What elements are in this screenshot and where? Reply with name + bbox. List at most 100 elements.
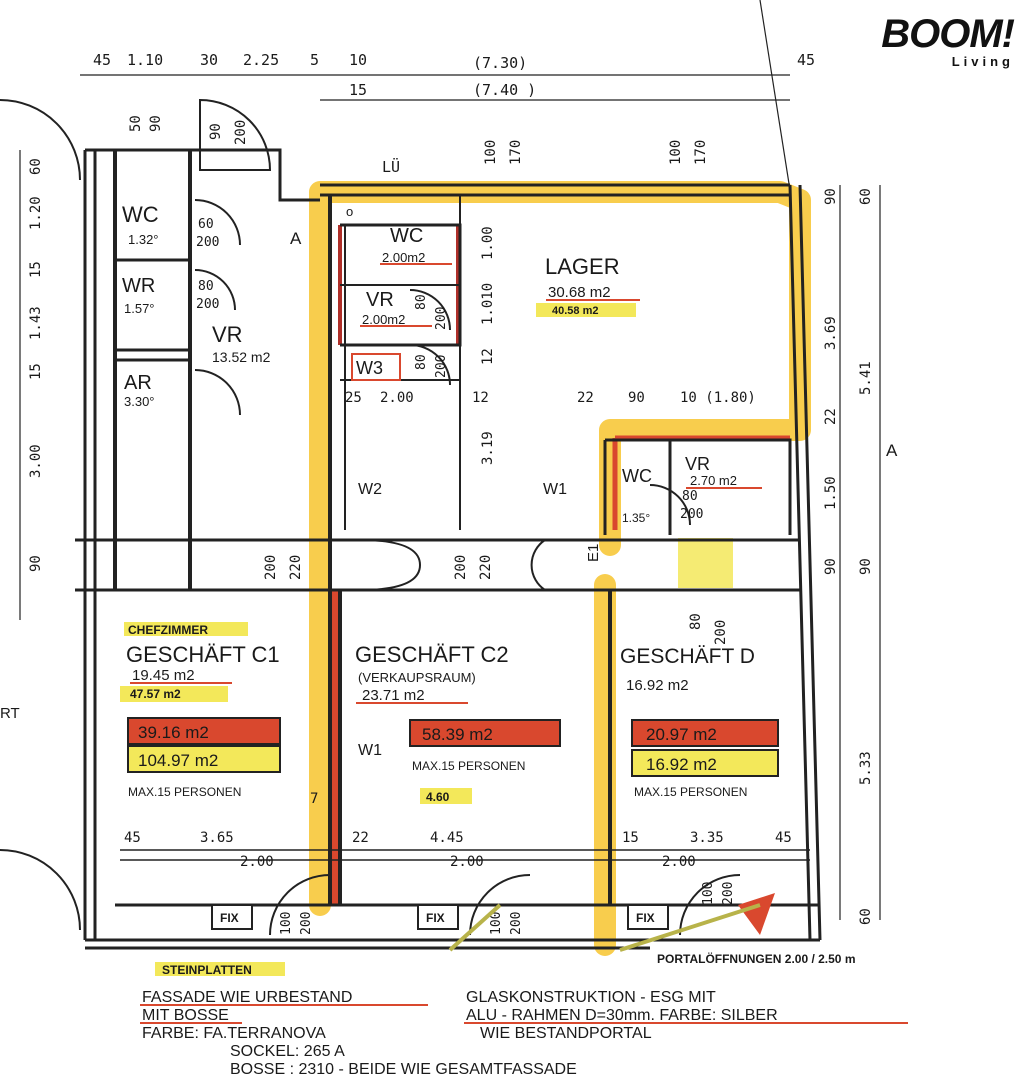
svg-text:200: 200 xyxy=(263,555,279,580)
room-vr-left-area: 13.52 m2 xyxy=(212,349,271,365)
room-wr-name: WR xyxy=(122,275,155,297)
shop-d-max: MAX.15 PERSONEN xyxy=(634,785,747,799)
misc-dimensions: 50 90 90 200 LÜ 100 170 100 170 90 60 3.… xyxy=(0,115,898,935)
svg-text:60: 60 xyxy=(858,188,874,205)
yellow-route-main xyxy=(309,181,811,916)
room-lager-name: LAGER xyxy=(545,254,620,279)
svg-text:FIX: FIX xyxy=(636,911,655,925)
room-wc-mid-area: 2.00m2 xyxy=(382,250,425,265)
svg-text:FIX: FIX xyxy=(426,911,445,925)
svg-text:45: 45 xyxy=(775,830,792,846)
room-vr-left-name: VR xyxy=(212,322,243,347)
room-wc-right-area: 1.35° xyxy=(622,511,650,525)
shop-c2-sub: (VERKAUPSRAUM) xyxy=(358,670,476,685)
svg-text:170: 170 xyxy=(693,140,709,165)
svg-text:22: 22 xyxy=(352,830,369,846)
shop-c2-max: MAX.15 PERSONEN xyxy=(412,759,525,773)
doors xyxy=(0,98,741,936)
svg-text:200: 200 xyxy=(680,507,703,522)
svg-text:1.00: 1.00 xyxy=(480,226,496,260)
svg-text:12: 12 xyxy=(480,348,496,365)
shop-d-name: GESCHÄFT D xyxy=(620,645,755,668)
svg-text:12: 12 xyxy=(472,390,489,406)
room-w3-name: W3 xyxy=(356,358,383,378)
note-sockel: SOCKEL: 265 A xyxy=(230,1043,345,1060)
logo-brand: BOOM! xyxy=(881,12,1015,56)
svg-text:A: A xyxy=(290,229,302,248)
room-labels: WC 1.32° WR 1.57° AR 3.30° VR 13.52 m2 W… xyxy=(122,202,762,525)
room-wr-area: 1.57° xyxy=(124,301,155,316)
shop-c2-name: GESCHÄFT C2 xyxy=(355,642,509,667)
svg-text:60: 60 xyxy=(198,217,214,232)
room-ar-name: AR xyxy=(124,372,152,394)
dim: 1.10 xyxy=(127,51,163,69)
svg-text:3.69: 3.69 xyxy=(823,316,839,350)
svg-text:200: 200 xyxy=(434,307,449,330)
svg-text:15: 15 xyxy=(28,261,44,278)
svg-text:W1: W1 xyxy=(543,481,567,498)
svg-text:4.45: 4.45 xyxy=(430,830,464,846)
svg-text:25: 25 xyxy=(345,390,362,406)
shop-d-yellow-area: 16.92 m2 xyxy=(646,755,717,774)
svg-text:80: 80 xyxy=(414,354,429,370)
room-vr-right-name: VR xyxy=(685,454,710,474)
svg-text:50: 50 xyxy=(128,115,144,132)
shop-d-area: 16.92 m2 xyxy=(626,677,689,694)
svg-text:200: 200 xyxy=(713,620,729,645)
note-steinplatten: STEINPLATTEN xyxy=(162,963,252,977)
dim: 2.25 xyxy=(243,51,279,69)
svg-text:1.010: 1.010 xyxy=(480,283,496,325)
svg-text:5.33: 5.33 xyxy=(858,751,874,785)
note-fassade-2: MIT BOSSE xyxy=(142,1007,229,1024)
shop-c2-note: 4.60 xyxy=(426,790,450,804)
svg-text:3.00: 3.00 xyxy=(28,444,44,478)
svg-text:60: 60 xyxy=(28,158,44,175)
shop-c1-name: GESCHÄFT C1 xyxy=(126,642,280,667)
room-vr-mid-area: 2.00m2 xyxy=(362,312,405,327)
shop-c1: CHEFZIMMER GESCHÄFT C1 19.45 m2 47.57 m2… xyxy=(120,622,281,799)
svg-text:1.20: 1.20 xyxy=(28,196,44,230)
svg-text:FIX: FIX xyxy=(220,911,239,925)
room-wc-right-name: WC xyxy=(622,466,652,486)
shop-c2-red-area: 58.39 m2 xyxy=(422,725,493,744)
svg-text:80: 80 xyxy=(414,294,429,310)
svg-text:170: 170 xyxy=(508,140,524,165)
dim: 45 xyxy=(797,51,815,69)
highlight-overlays xyxy=(309,181,811,956)
logo-sub: Living xyxy=(951,54,1014,69)
svg-text:100: 100 xyxy=(668,140,684,165)
shop-c1-max: MAX.15 PERSONEN xyxy=(128,785,241,799)
bottom-notes: STEINPLATTEN PORTALÖFFNUNGEN 2.00 / 2.50… xyxy=(140,951,908,1078)
dim: (7.30) xyxy=(473,54,527,72)
shop-c1-yellow-area: 104.97 m2 xyxy=(138,751,218,770)
shop-d: GESCHÄFT D 16.92 m2 20.97 m2 16.92 m2 MA… xyxy=(620,645,779,799)
room-wc-mid-name: WC xyxy=(390,225,423,247)
dim: 10 xyxy=(349,51,367,69)
room-lager-area2: 40.58 m2 xyxy=(552,305,598,317)
fix-windows: FIX FIX FIX xyxy=(211,893,775,952)
shop-c1-tag: CHEFZIMMER xyxy=(128,623,208,637)
svg-text:45: 45 xyxy=(124,830,141,846)
svg-text:E1: E1 xyxy=(585,544,602,562)
dim: 30 xyxy=(200,51,218,69)
room-vr-mid-name: VR xyxy=(366,289,394,311)
walls xyxy=(19,0,881,950)
shop-d-red-area: 20.97 m2 xyxy=(646,725,717,744)
svg-text:80: 80 xyxy=(198,279,214,294)
note-bosse: BOSSE : 2310 - BEIDE WIE GESAMTFASSADE xyxy=(230,1061,577,1078)
svg-text:10 (1.80): 10 (1.80) xyxy=(680,390,756,406)
svg-text:W1: W1 xyxy=(358,742,382,759)
svg-text:A: A xyxy=(886,441,898,460)
room-vr-right-area: 2.70 m2 xyxy=(690,473,737,488)
svg-text:100: 100 xyxy=(701,882,716,905)
shop-c2-area: 23.71 m2 xyxy=(362,687,425,704)
svg-text:1.43: 1.43 xyxy=(28,306,44,340)
svg-text:220: 220 xyxy=(478,555,494,580)
svg-text:7: 7 xyxy=(310,791,318,807)
svg-text:200: 200 xyxy=(299,912,314,935)
svg-text:3.19: 3.19 xyxy=(480,431,496,465)
svg-text:80: 80 xyxy=(688,613,704,630)
top-dimensions: 45 1.10 30 2.25 5 10 (7.30) 45 15 (7.40 … xyxy=(93,51,815,99)
room-lager-area: 30.68 m2 xyxy=(548,284,611,301)
